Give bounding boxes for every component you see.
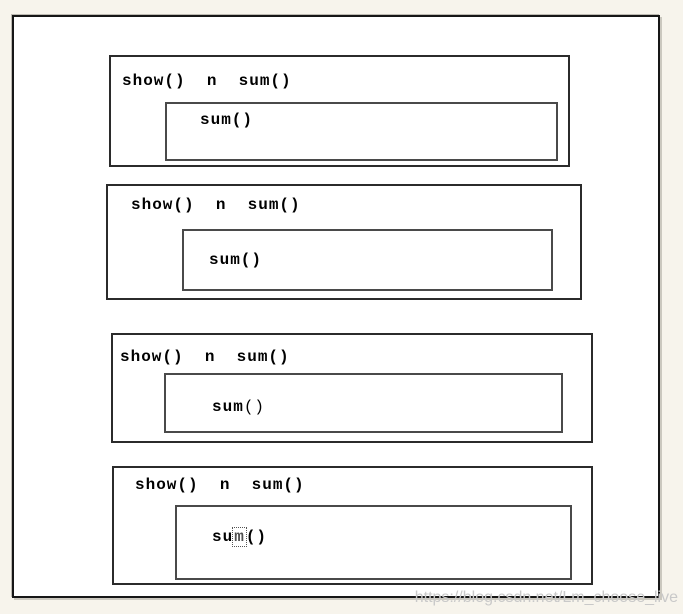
- scope-box-2: show() n sum() sum(): [106, 184, 582, 300]
- scope-box-4: show() n sum() sum(): [112, 466, 593, 585]
- scope-box-4-label: show() n sum(): [135, 476, 305, 494]
- inner-scope-box-3: sum(): [164, 373, 563, 433]
- inner-scope-box-2: sum(): [182, 229, 553, 291]
- inner-scope-2-label: sum(): [209, 252, 262, 268]
- inner-scope-box-1: sum(): [165, 102, 558, 161]
- inner-scope-box-4: sum(): [175, 505, 572, 580]
- inner-scope-1-label: sum(): [200, 112, 253, 128]
- inner-scope-4-label-text: su: [212, 528, 234, 546]
- dotted-char: m: [232, 527, 247, 547]
- watermark-url: https://blog.csdn.net/Lm_choose_live: [414, 589, 678, 606]
- scope-box-1: show() n sum() sum(): [109, 55, 570, 167]
- inner-scope-3-label: sum(): [212, 398, 266, 416]
- scope-box-3-label: show() n sum(): [120, 348, 290, 366]
- inner-scope-1-label-text: sum(): [200, 111, 254, 129]
- scope-box-2-label: show() n sum(): [131, 196, 301, 214]
- inner-scope-3-label-text: sum: [212, 398, 244, 416]
- inner-scope-2-label-text: sum(): [209, 251, 263, 269]
- scope-box-3: show() n sum() sum(): [111, 333, 593, 443]
- inner-scope-4-label: sum(): [212, 527, 268, 547]
- scope-box-1-label: show() n sum(): [122, 72, 292, 90]
